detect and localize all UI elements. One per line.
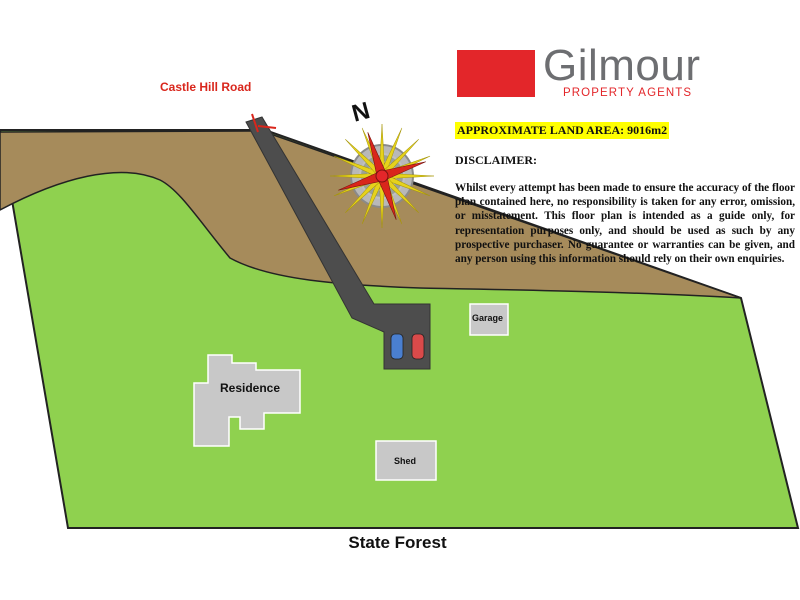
residence-label: Residence xyxy=(220,381,281,395)
brand-name: Gilmour xyxy=(543,41,701,90)
disclaimer-title: DISCLAIMER: xyxy=(455,153,538,167)
car-blue xyxy=(390,333,404,360)
road-name-label: Castle Hill Road xyxy=(160,80,252,94)
garage-label: Garage xyxy=(472,313,504,323)
shed-label: Shed xyxy=(394,456,417,466)
brand-logo: Gilmour PROPERTY AGENTS xyxy=(457,44,717,100)
residence-building xyxy=(193,354,301,447)
brand-tagline: PROPERTY AGENTS xyxy=(563,87,693,99)
garage-building xyxy=(469,303,509,336)
driveway xyxy=(245,116,431,370)
north-label: N xyxy=(349,97,373,128)
disclaimer-text: Whilst every attempt has been made to en… xyxy=(455,182,795,266)
slope-area xyxy=(0,130,742,299)
compass-rose xyxy=(329,123,435,229)
road-entrance-marker xyxy=(251,113,277,133)
shed-building xyxy=(375,440,437,481)
state-forest-label: State Forest xyxy=(348,533,447,552)
land-area-badge: APPROXIMATE LAND AREA: 9016m2 xyxy=(455,122,670,139)
brand-logo-square xyxy=(457,50,535,97)
car-red xyxy=(411,333,425,360)
info-panel: APPROXIMATE LAND AREA: 9016m2 DISCLAIMER… xyxy=(455,122,795,266)
